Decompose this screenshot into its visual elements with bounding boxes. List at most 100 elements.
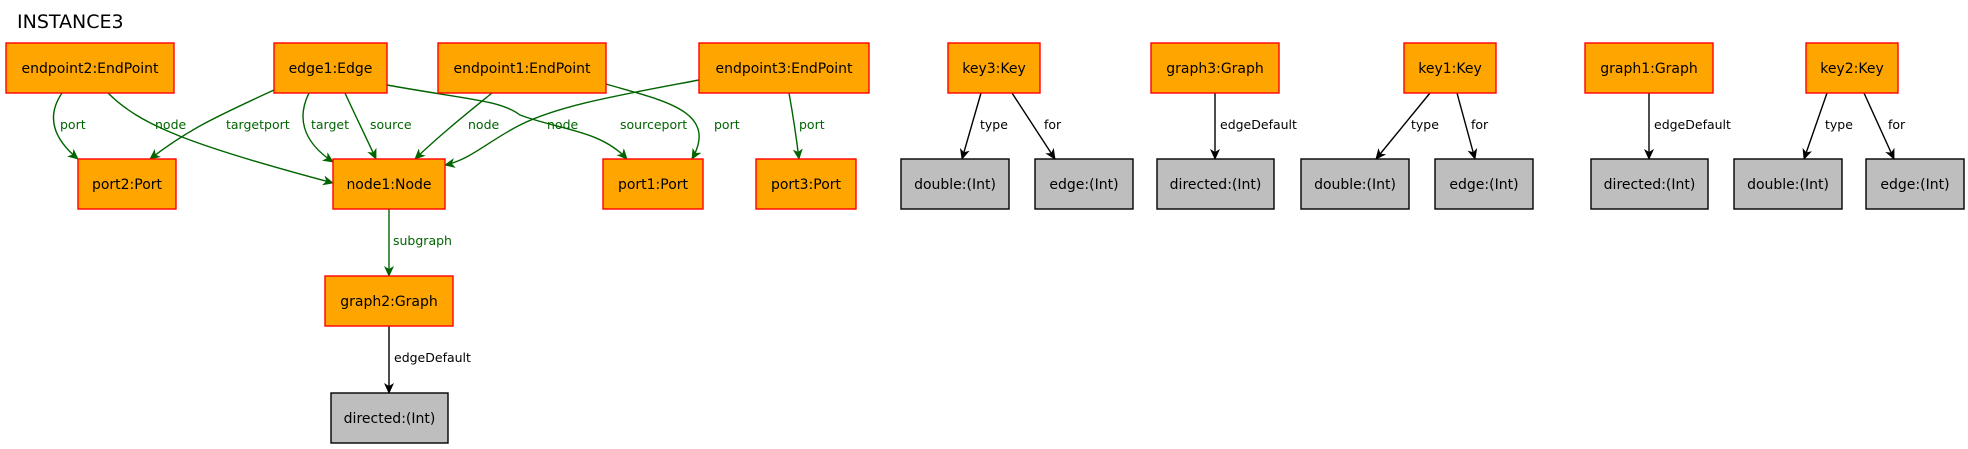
node-edge_c: edge:(Int) (1865, 158, 1965, 210)
node-label: key2:Key (1820, 61, 1884, 77)
edge-key2-edge_c: for (1863, 92, 1906, 160)
nodes-layer: endpoint2:EndPoint edge1:Edge endpoint1:En… (5, 42, 1965, 444)
value-box (1434, 158, 1534, 210)
node-label: endpoint3:EndPoint (715, 61, 853, 77)
edge-label: edgeDefault (1654, 117, 1731, 132)
edge-endpoint3-port3: port (788, 92, 825, 160)
object-box (1805, 42, 1899, 94)
node-label: key3:Key (962, 61, 1026, 77)
edge-label: subgraph (393, 233, 452, 248)
node-port2: port2:Port (77, 158, 177, 210)
value-box (1590, 158, 1709, 210)
node-label: directed:(Int) (1604, 177, 1696, 193)
node-label: edge:(Int) (1880, 177, 1949, 193)
value-box (1865, 158, 1965, 210)
node-directed_a: directed:(Int) (330, 392, 449, 444)
node-label: edge:(Int) (1449, 177, 1518, 193)
node-label: key1:Key (1418, 61, 1482, 77)
edge-label: for (1471, 117, 1489, 132)
edge-line (386, 84, 628, 160)
edge-label: edgeDefault (394, 350, 471, 365)
node-double_c: double:(Int) (1733, 158, 1843, 210)
node-label: node1:Node (346, 177, 431, 193)
object-box (755, 158, 857, 210)
node-port1: port1:Port (602, 158, 704, 210)
value-box (1733, 158, 1843, 210)
edge-label: port (60, 117, 86, 132)
edge-line (414, 92, 493, 160)
value-box (1034, 158, 1134, 210)
edge-label: type (1825, 117, 1853, 132)
edge-endpoint1-port1: port (605, 83, 740, 160)
node-key2: key2:Key (1805, 42, 1899, 94)
node-label: double:(Int) (1747, 177, 1829, 193)
edge-line (149, 89, 275, 160)
node-directed_b: directed:(Int) (1156, 158, 1275, 210)
node-label: port2:Port (92, 177, 163, 193)
edge-key1-double_b: type (1375, 92, 1439, 160)
edge-key1-edge_b: for (1456, 92, 1489, 160)
edge-line (302, 92, 334, 163)
object-box (947, 42, 1041, 94)
node-directed_c: directed:(Int) (1590, 158, 1709, 210)
edge-graph2-directed_a: edgeDefault (384, 326, 471, 394)
edge-label: type (980, 117, 1008, 132)
edge-label: node (155, 117, 187, 132)
edge-line (1456, 92, 1478, 160)
object-box (437, 42, 607, 94)
edge-line (1863, 92, 1895, 160)
object-box (77, 158, 177, 210)
edge-label: for (1888, 117, 1906, 132)
edge-line (52, 92, 79, 160)
node-label: edge:(Int) (1049, 177, 1118, 193)
edge-line (788, 92, 803, 160)
edge-node1-graph2: subgraph (384, 209, 452, 277)
object-box (324, 275, 454, 327)
node-port3: port3:Port (755, 158, 857, 210)
object-box (332, 158, 446, 210)
edge-label: sourceport (620, 117, 687, 132)
node-label: endpoint2:EndPoint (21, 61, 159, 77)
node-label: edge1:Edge (289, 61, 373, 77)
edge-endpoint2-node1: node (107, 92, 334, 186)
edge-label: targetport (226, 117, 290, 132)
node-endpoint1: endpoint1:EndPoint (437, 42, 607, 94)
node-endpoint2: endpoint2:EndPoint (5, 42, 175, 94)
edge-line (959, 92, 982, 160)
value-box (900, 158, 1010, 210)
node-label: port1:Port (618, 177, 689, 193)
edge-key2-double_c: type (1802, 92, 1853, 160)
node-double_b: double:(Int) (1300, 158, 1410, 210)
object-box (1403, 42, 1497, 94)
edge-key3-double_a: type (959, 92, 1008, 160)
edge-line (107, 92, 334, 186)
object-box (273, 42, 388, 94)
node-edge_b: edge:(Int) (1434, 158, 1534, 210)
node-label: graph2:Graph (340, 294, 438, 310)
edge-line (444, 79, 700, 168)
edge-edge1-node1: target (302, 92, 349, 163)
node-graph1: graph1:Graph (1584, 42, 1714, 94)
object-box (602, 158, 704, 210)
edge-label: port (799, 117, 825, 132)
value-box (1300, 158, 1410, 210)
edge-endpoint3-node1: node (444, 79, 700, 168)
edge-line (344, 92, 377, 160)
edge-line (605, 83, 702, 160)
edge-label: source (370, 117, 412, 132)
edge-graph1-directed_c: edgeDefault (1644, 93, 1731, 160)
node-label: double:(Int) (914, 177, 996, 193)
node-label: port3:Port (771, 177, 842, 193)
edge-endpoint2-port2: port (52, 92, 86, 160)
object-box (698, 42, 870, 94)
edge-label: target (311, 117, 349, 132)
node-graph3: graph3:Graph (1150, 42, 1280, 94)
object-box (1584, 42, 1714, 94)
diagram-title: INSTANCE3 (17, 11, 124, 33)
edge-edge1-port1: sourceport (386, 84, 687, 160)
edge-line (1011, 92, 1056, 160)
node-node1: node1:Node (332, 158, 446, 210)
value-box (330, 392, 449, 444)
